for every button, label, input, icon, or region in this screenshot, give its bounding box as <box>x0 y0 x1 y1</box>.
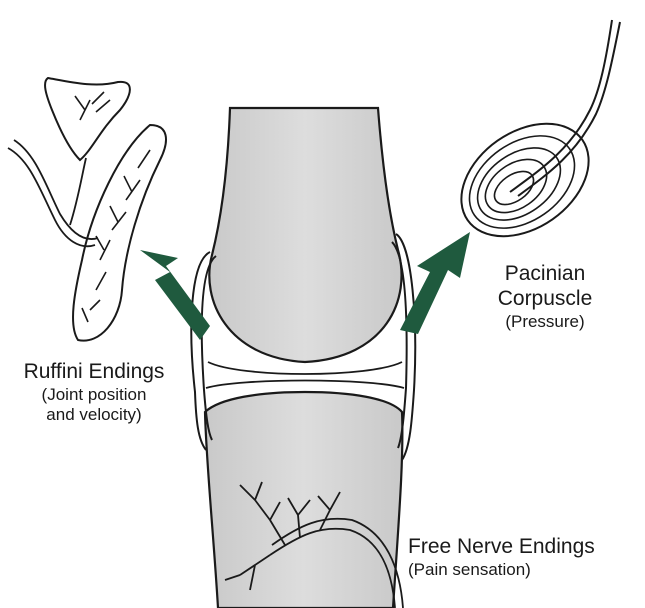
ruffini-label: Ruffini Endings (Joint position and velo… <box>4 360 184 425</box>
ruffini-subtitle-line2: and velocity) <box>4 405 184 425</box>
pacinian-title-line2: Corpuscle <box>470 287 620 312</box>
ruffini-lower-capsule <box>73 125 166 341</box>
free-nerve-title: Free Nerve Endings <box>408 535 595 560</box>
ruffini-title: Ruffini Endings <box>4 360 184 385</box>
arrow-to-pacinian <box>400 232 470 334</box>
lower-bone <box>205 392 402 608</box>
pacinian-label: Pacinian Corpuscle (Pressure) <box>470 262 620 332</box>
free-nerve-subtitle: (Pain sensation) <box>408 560 595 580</box>
ruffini-subtitle-line1: (Joint position <box>4 385 184 405</box>
joint-space <box>206 362 404 388</box>
ruffini-upper-capsule <box>45 78 130 160</box>
pacinian-subtitle: (Pressure) <box>470 312 620 332</box>
pacinian-corpuscle-illustration <box>440 20 620 259</box>
pacinian-title-line1: Pacinian <box>470 262 620 287</box>
free-nerve-label: Free Nerve Endings (Pain sensation) <box>408 535 595 580</box>
upper-bone <box>209 108 401 362</box>
ruffini-endings-illustration <box>8 78 166 341</box>
